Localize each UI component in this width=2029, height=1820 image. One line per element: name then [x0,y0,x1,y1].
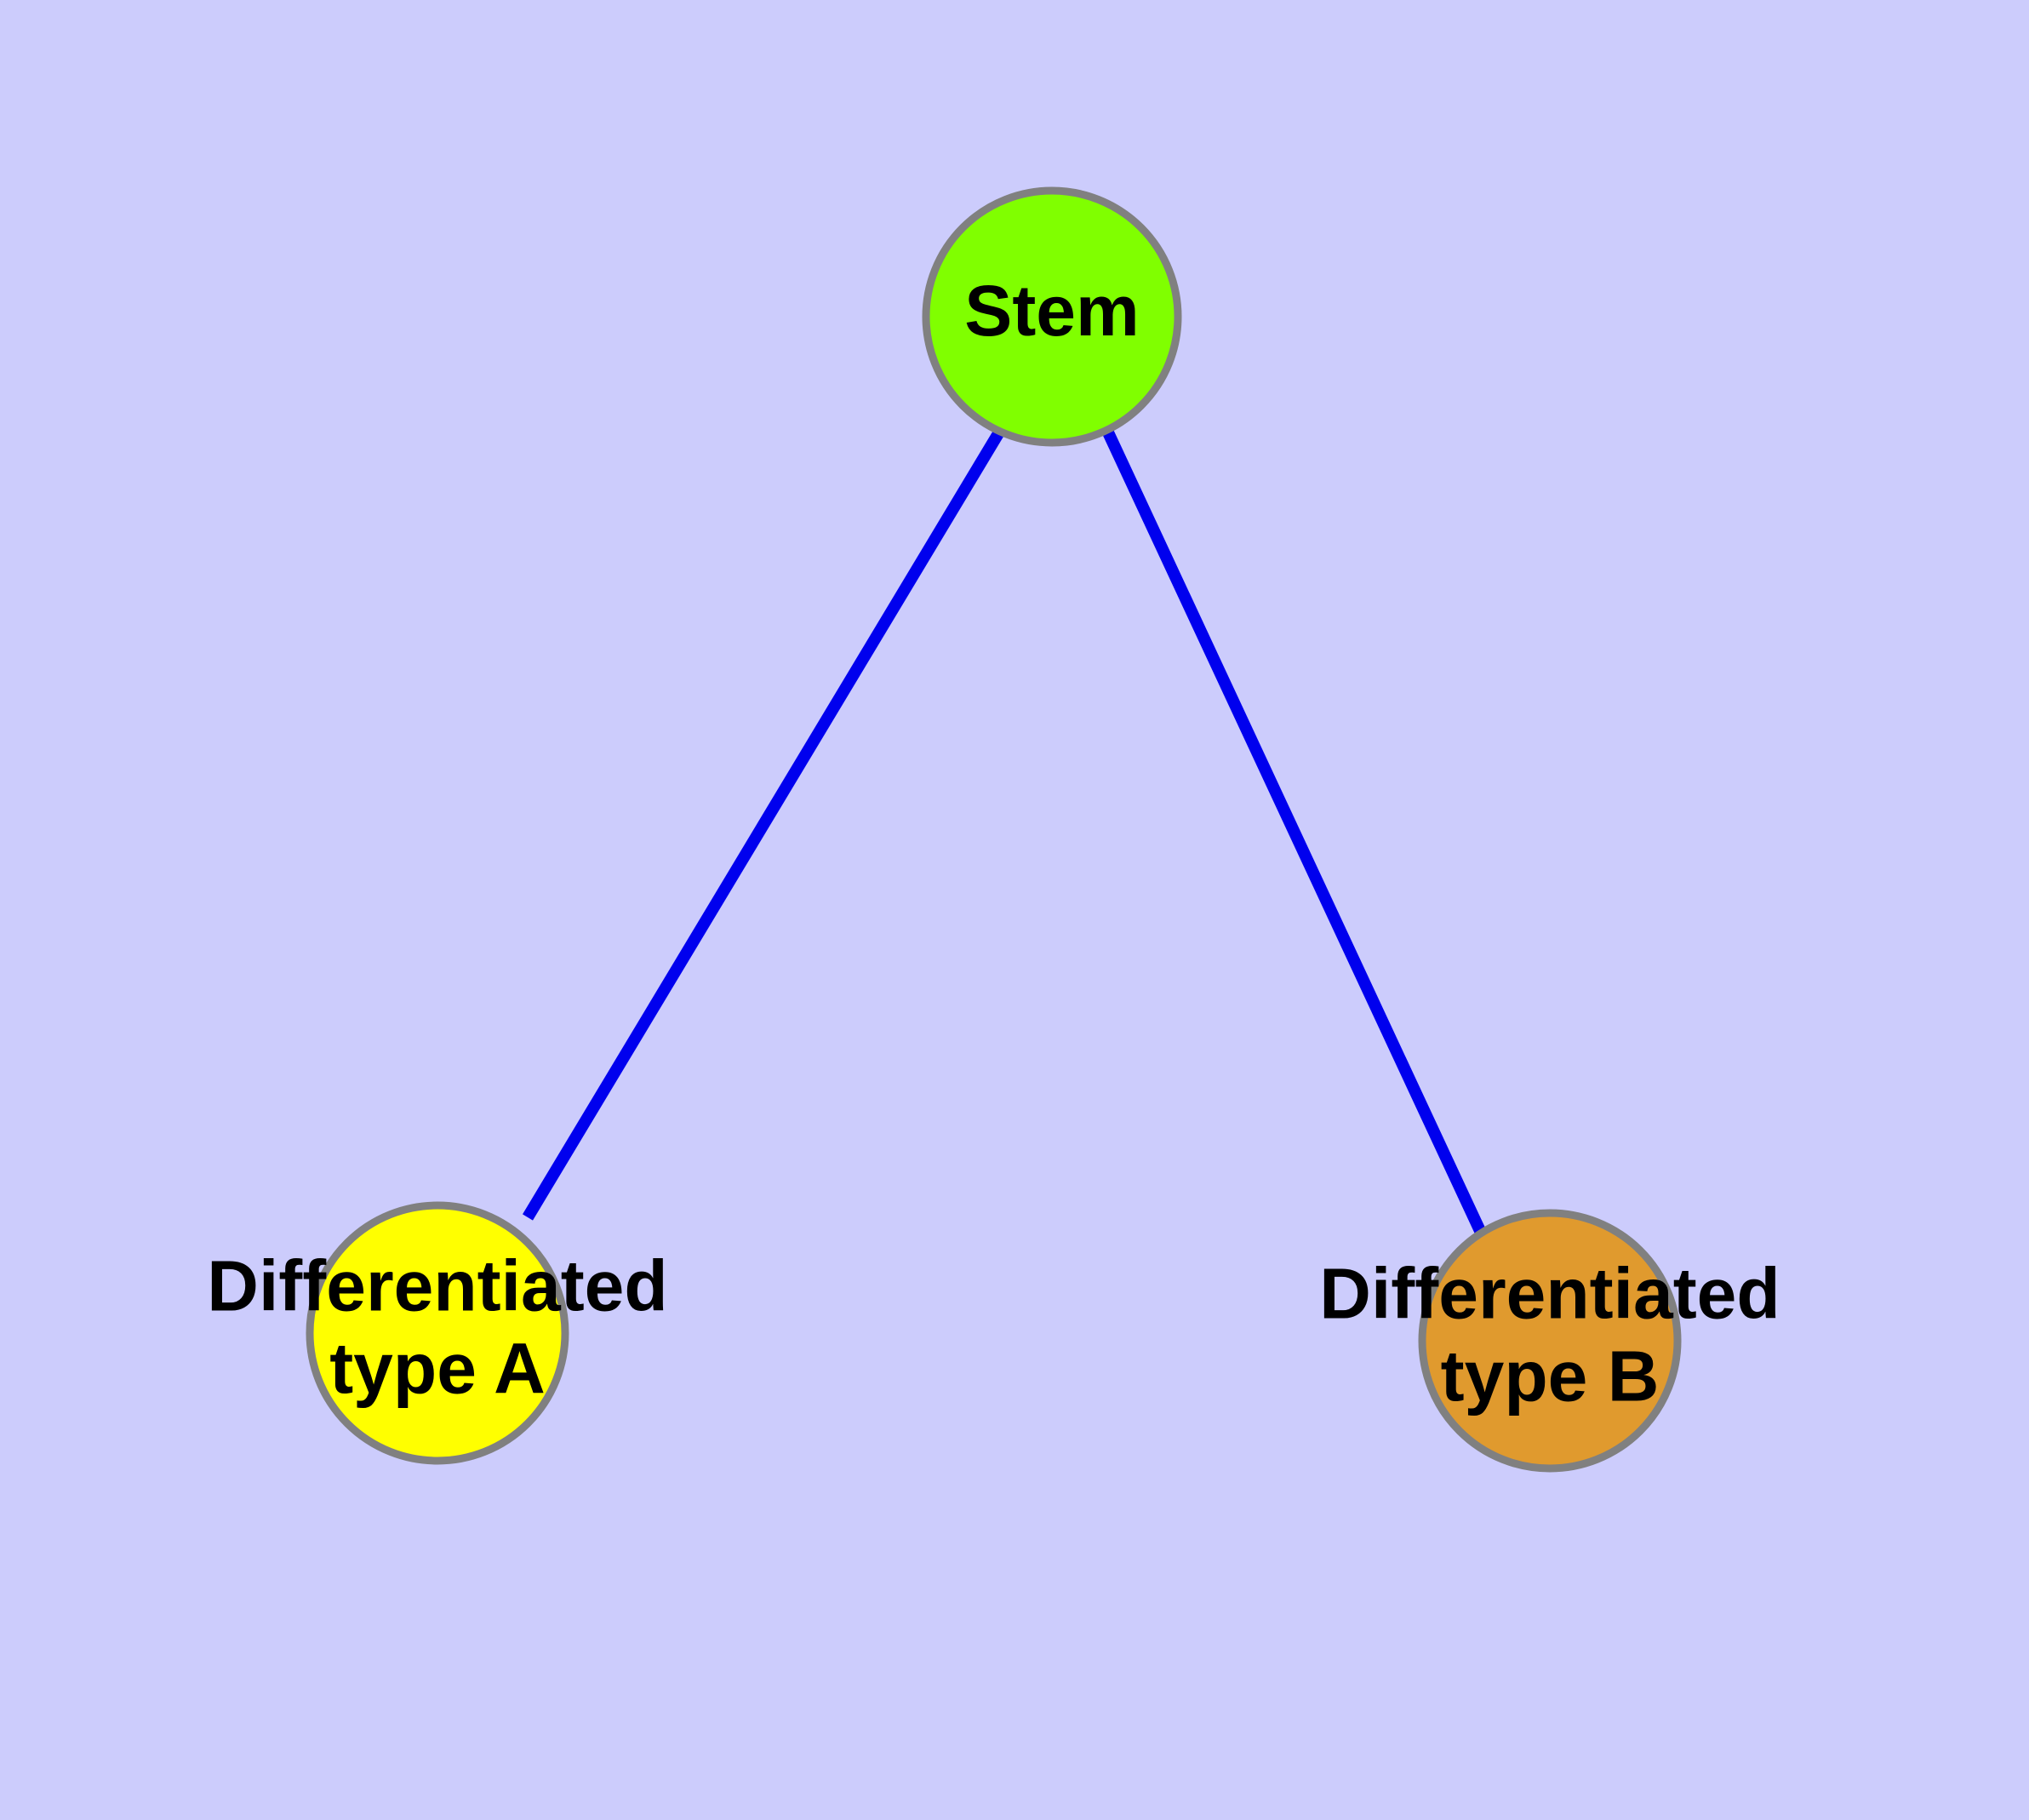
node-label-line: Differentiated [1319,1253,1780,1333]
node-stem[interactable] [922,186,1182,447]
nodes-layer [306,186,1682,1473]
node-label-line: Differentiated [207,1245,667,1325]
edge-stem-diff_b[interactable] [1102,430,1487,1235]
node-label-stem: Stem [964,271,1139,351]
edges-layer [522,427,1487,1235]
node-diff_a[interactable] [306,1201,569,1465]
node-label-line: type B [1441,1336,1660,1417]
node-diff_b[interactable] [1418,1209,1682,1473]
node-label-line: Stem [964,271,1139,351]
edge-stem-diff_a[interactable] [522,427,1006,1221]
node-label-line: type A [329,1329,546,1409]
